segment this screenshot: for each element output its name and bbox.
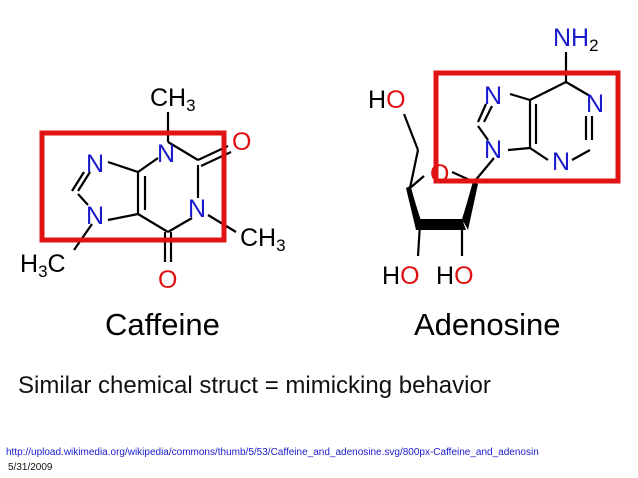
caption-text: Similar chemical struct = mimicking beha… [18, 372, 491, 399]
caffeine-ch3-top: CH3 [150, 84, 196, 115]
adenosine-n7: N [484, 82, 502, 110]
adenosine-ring-o: O [430, 160, 449, 188]
slide-date: 5/31/2009 [8, 462, 53, 473]
caffeine-o-bottom: O [158, 266, 177, 294]
adenosine-n9: N [484, 136, 502, 164]
caffeine-o-right: O [232, 128, 251, 156]
caffeine-n3: N [188, 195, 206, 223]
adenosine-ho-left: HO [382, 262, 420, 290]
adenosine-n1: N [586, 90, 604, 118]
ribose-wedge-left [406, 186, 422, 230]
caffeine-label: Caffeine [105, 307, 220, 342]
ribose-bold-bond [416, 219, 466, 230]
caffeine-n1: N [157, 140, 175, 168]
adenosine-ho-top: HO [368, 86, 406, 114]
caffeine-highlight-box [39, 130, 227, 243]
ribose-wedge-right [462, 182, 478, 230]
source-link[interactable]: http://upload.wikimedia.org/wikipedia/co… [6, 447, 539, 458]
adenosine-n3: N [552, 148, 570, 176]
caffeine-n9: N [86, 150, 104, 178]
caffeine-n7: N [86, 202, 104, 230]
adenosine-nh2: NH2 [553, 24, 599, 55]
caffeine-h3c-left: H3C [20, 250, 66, 281]
caffeine-ch3-right: CH3 [240, 224, 286, 255]
adenosine-label: Adenosine [414, 307, 561, 342]
adenosine-ho-right: HO [436, 262, 474, 290]
adenosine-highlight-box [433, 70, 621, 184]
